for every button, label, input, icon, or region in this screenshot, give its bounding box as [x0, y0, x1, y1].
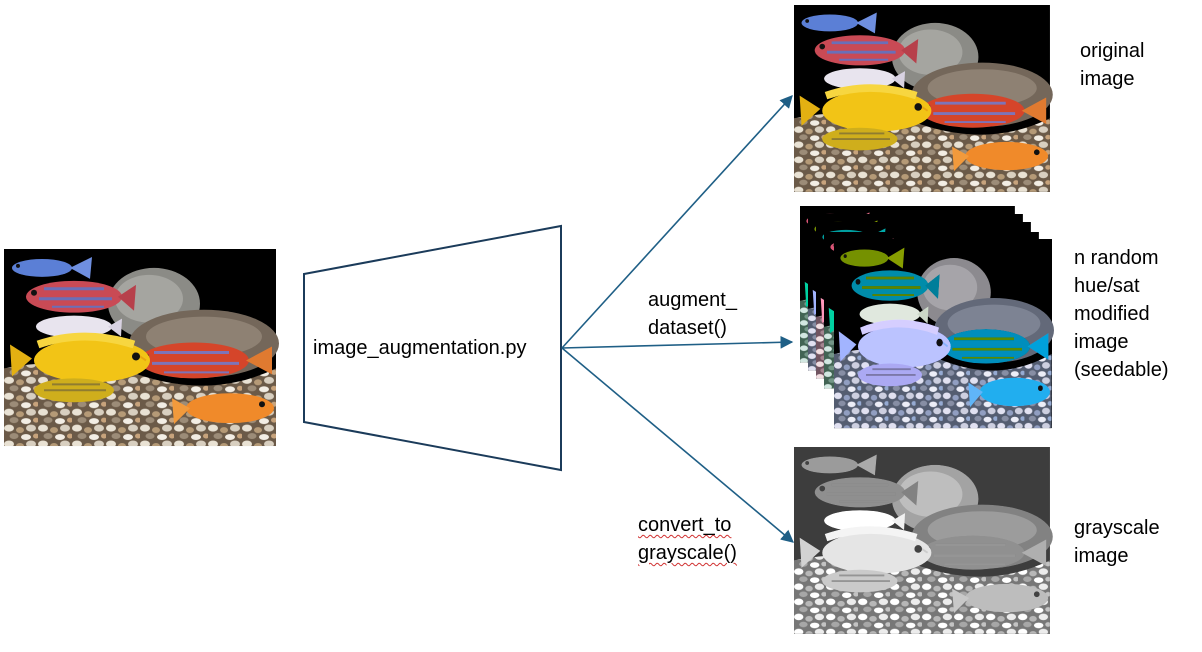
grayscale-image-label: grayscale image	[1074, 517, 1160, 567]
convert-to-grayscale-label: convert_to grayscale()	[638, 514, 737, 564]
script-label: image_augmentation.py	[313, 337, 527, 359]
arrow-to-grayscale	[561, 347, 794, 543]
grayscale-aquarium-photo	[794, 447, 1053, 634]
arrow-to-original	[561, 95, 793, 349]
original-image-label: original image	[1080, 40, 1145, 90]
hue-modified-photo-stack	[800, 206, 1054, 428]
input-aquarium-photo	[4, 249, 279, 446]
original-aquarium-photo	[794, 5, 1053, 192]
hue-sat-image-label: n random hue/sat modified image (seedabl…	[1074, 247, 1169, 381]
script-box	[303, 224, 562, 472]
augment-dataset-label: augment_ dataset()	[648, 289, 737, 339]
arrow-to-hue-stack	[561, 335, 794, 349]
